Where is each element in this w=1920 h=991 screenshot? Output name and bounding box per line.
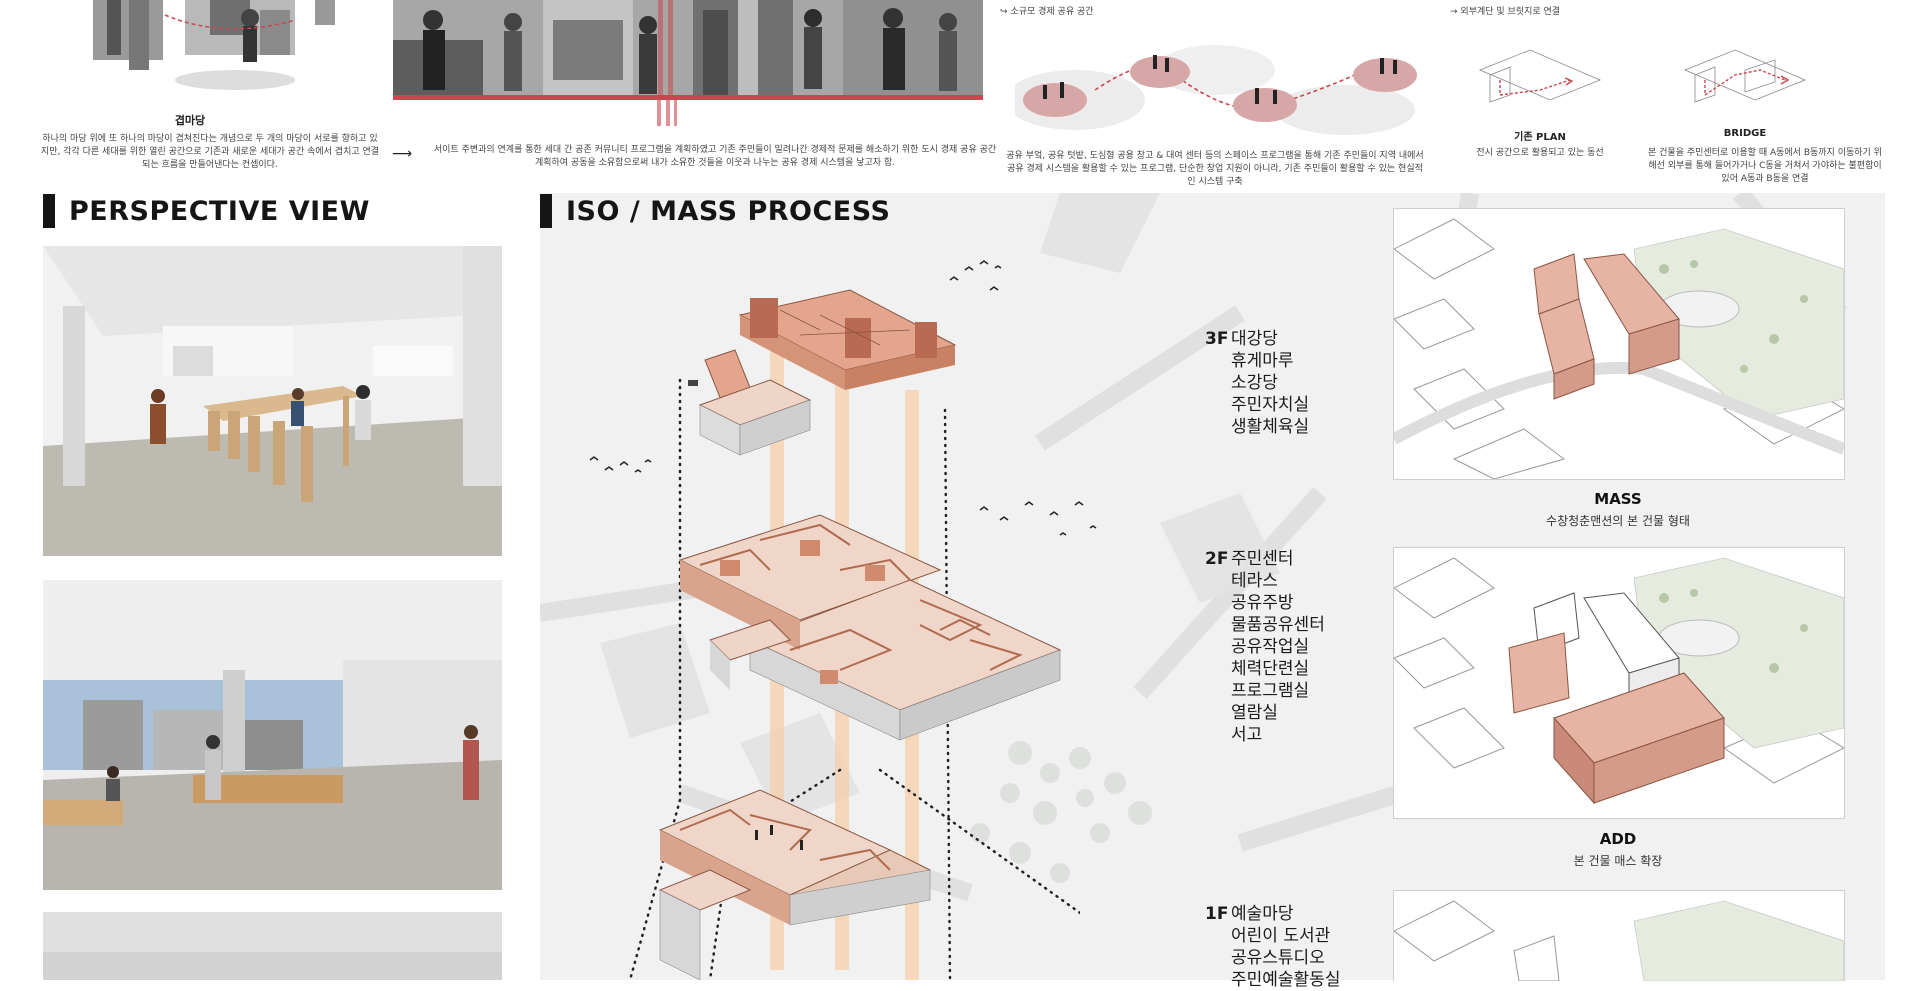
bridge-label: BRIDGE bbox=[1723, 128, 1767, 139]
floor-level: 1F bbox=[1205, 904, 1229, 924]
program-item: 대강당 bbox=[1231, 329, 1278, 349]
program-item: 체력단련실 bbox=[1231, 659, 1310, 679]
route-title-text: 외부계단 및 브릿지로 연결 bbox=[1460, 7, 1561, 17]
mass-diagram-1 bbox=[1393, 208, 1845, 480]
program-item: 공유주방 bbox=[1231, 593, 1294, 613]
accent-bars bbox=[657, 100, 677, 126]
mass-title: ADD bbox=[1599, 830, 1637, 848]
share-description: 공유 부엌, 공유 텃밭, 도심형 공용 창고 & 대여 센터 등의 스페이스 … bbox=[1006, 151, 1424, 188]
perspective-render-2 bbox=[43, 580, 502, 890]
floor-level: 3F bbox=[1205, 329, 1229, 349]
program-item: 공유작업실 bbox=[1231, 637, 1310, 657]
perspective-title: PERSPECTIVE VIEW bbox=[69, 195, 370, 227]
street-photo-strip bbox=[393, 0, 983, 125]
program-item: 생활체육실 bbox=[1231, 417, 1310, 437]
concept-description: 하나의 마당 위에 또 하나의 마당이 겹쳐진다는 개념으로 두 개의 마당이 … bbox=[40, 134, 380, 171]
title-bar bbox=[540, 194, 552, 228]
route-title: → 외부계단 및 브릿지로 연결 bbox=[1450, 4, 1560, 17]
program-item: 테라스 bbox=[1231, 571, 1278, 591]
floor-level: 2F bbox=[1205, 549, 1229, 569]
perspective-section-title: PERSPECTIVE VIEW bbox=[43, 193, 370, 229]
program-item: 공유스튜디오 bbox=[1231, 948, 1325, 968]
perspective-render-3 bbox=[43, 912, 502, 980]
plan-description: 전시 공간으로 활용되고 있는 동선 bbox=[1476, 148, 1604, 158]
program-item: 물품공유센터 bbox=[1231, 615, 1325, 635]
program-item: 주민센터 bbox=[1231, 549, 1294, 569]
share-circles-diagram bbox=[1005, 30, 1435, 140]
concept-caption: 겹마당 bbox=[174, 114, 206, 127]
concept-collage bbox=[45, 0, 335, 105]
share-title: ↪ 소규모 경제 공유 공간 bbox=[1000, 4, 1094, 17]
program-item: 예술마당 bbox=[1231, 904, 1294, 924]
mass-caption-2: ADD 본 건물 매스 확장 bbox=[1388, 830, 1848, 869]
program-item: 프로그램실 bbox=[1231, 681, 1310, 701]
share-title-text: 소규모 경제 공유 공간 bbox=[1010, 7, 1094, 17]
iso-title: ISO / MASS PROCESS bbox=[566, 195, 891, 227]
iso-axonometric bbox=[620, 270, 1092, 982]
program-item: 어린이 도서관 bbox=[1231, 926, 1331, 946]
mass-diagram-2 bbox=[1393, 547, 1845, 819]
plan-diagram bbox=[1470, 40, 1610, 120]
title-bar bbox=[43, 194, 55, 228]
bridge-description: 본 건물을 주민센터로 이용할 때 A동에서 B동까지 이동하기 위해선 외부를… bbox=[1648, 148, 1882, 185]
bridge-diagram bbox=[1675, 40, 1815, 120]
perspective-render-1 bbox=[43, 246, 502, 556]
program-item: 열람실 bbox=[1231, 703, 1278, 723]
program-item: 휴게마루 bbox=[1231, 351, 1294, 371]
iso-section-title: ISO / MASS PROCESS bbox=[540, 193, 890, 229]
birds-decoration bbox=[580, 250, 1140, 550]
mass-title: MASS bbox=[1594, 490, 1642, 508]
share-arrow-icon: ↪ bbox=[1000, 7, 1008, 17]
mass-caption-1: MASS 수창청춘맨션의 본 건물 형태 bbox=[1388, 490, 1848, 529]
program-item: 서고 bbox=[1231, 725, 1263, 745]
community-description: 서이트 주변과의 연계를 통한 세대 간 공존 커뮤니티 프로그램을 계획하였고… bbox=[433, 145, 997, 169]
arrow-icon: ⟶ bbox=[392, 146, 413, 162]
plan-label: 기존 PLAN bbox=[1514, 132, 1566, 143]
mass-diagram-3 bbox=[1393, 890, 1845, 981]
program-item: 주민자치실 bbox=[1231, 395, 1310, 415]
mass-subtitle: 수창청춘맨션의 본 건물 형태 bbox=[1546, 514, 1690, 528]
program-item: 소강당 bbox=[1231, 373, 1278, 393]
mass-subtitle: 본 건물 매스 확장 bbox=[1573, 854, 1663, 868]
route-arrow-icon: → bbox=[1450, 7, 1458, 17]
program-item: 주민예술활동실 bbox=[1231, 970, 1341, 990]
